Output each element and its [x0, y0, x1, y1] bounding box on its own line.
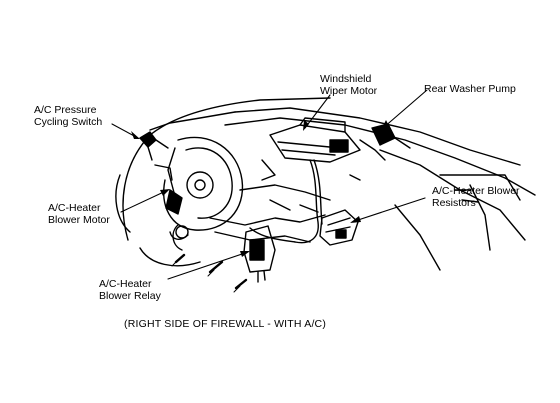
label-blower-relay: A/C-Heater Blower Relay	[99, 278, 161, 302]
washer-pump-part	[359, 123, 411, 161]
firewall-body	[115, 97, 331, 267]
label-wiper-motor: Windshield Wiper Motor	[320, 73, 378, 97]
label-washer-pump: Rear Washer Pump	[424, 83, 516, 95]
leader-wiper-motor	[304, 94, 331, 129]
leader-blower-relay	[167, 251, 249, 280]
label-pressure-switch: A/C Pressure Cycling Switch	[34, 104, 103, 128]
leader-blower-motor	[120, 189, 169, 213]
label-blower-resistors: A/C-Heater Blower Resistors	[432, 185, 520, 209]
leader-blower-resistors	[351, 197, 426, 223]
pressure-switch-part	[139, 131, 169, 161]
cowl-panel	[224, 107, 536, 271]
blower-resistors-part	[319, 209, 359, 246]
leader-lines	[111, 89, 428, 280]
fasteners	[171, 253, 248, 293]
leader-washer-pump	[382, 89, 428, 129]
label-blower-motor: A/C-Heater Blower Motor	[48, 202, 110, 226]
diagram-caption: (RIGHT SIDE OF FIREWALL - WITH A/C)	[124, 318, 327, 330]
wiper-motor-part	[261, 117, 361, 181]
heater-duct	[172, 184, 331, 251]
blower-housing	[154, 136, 244, 240]
